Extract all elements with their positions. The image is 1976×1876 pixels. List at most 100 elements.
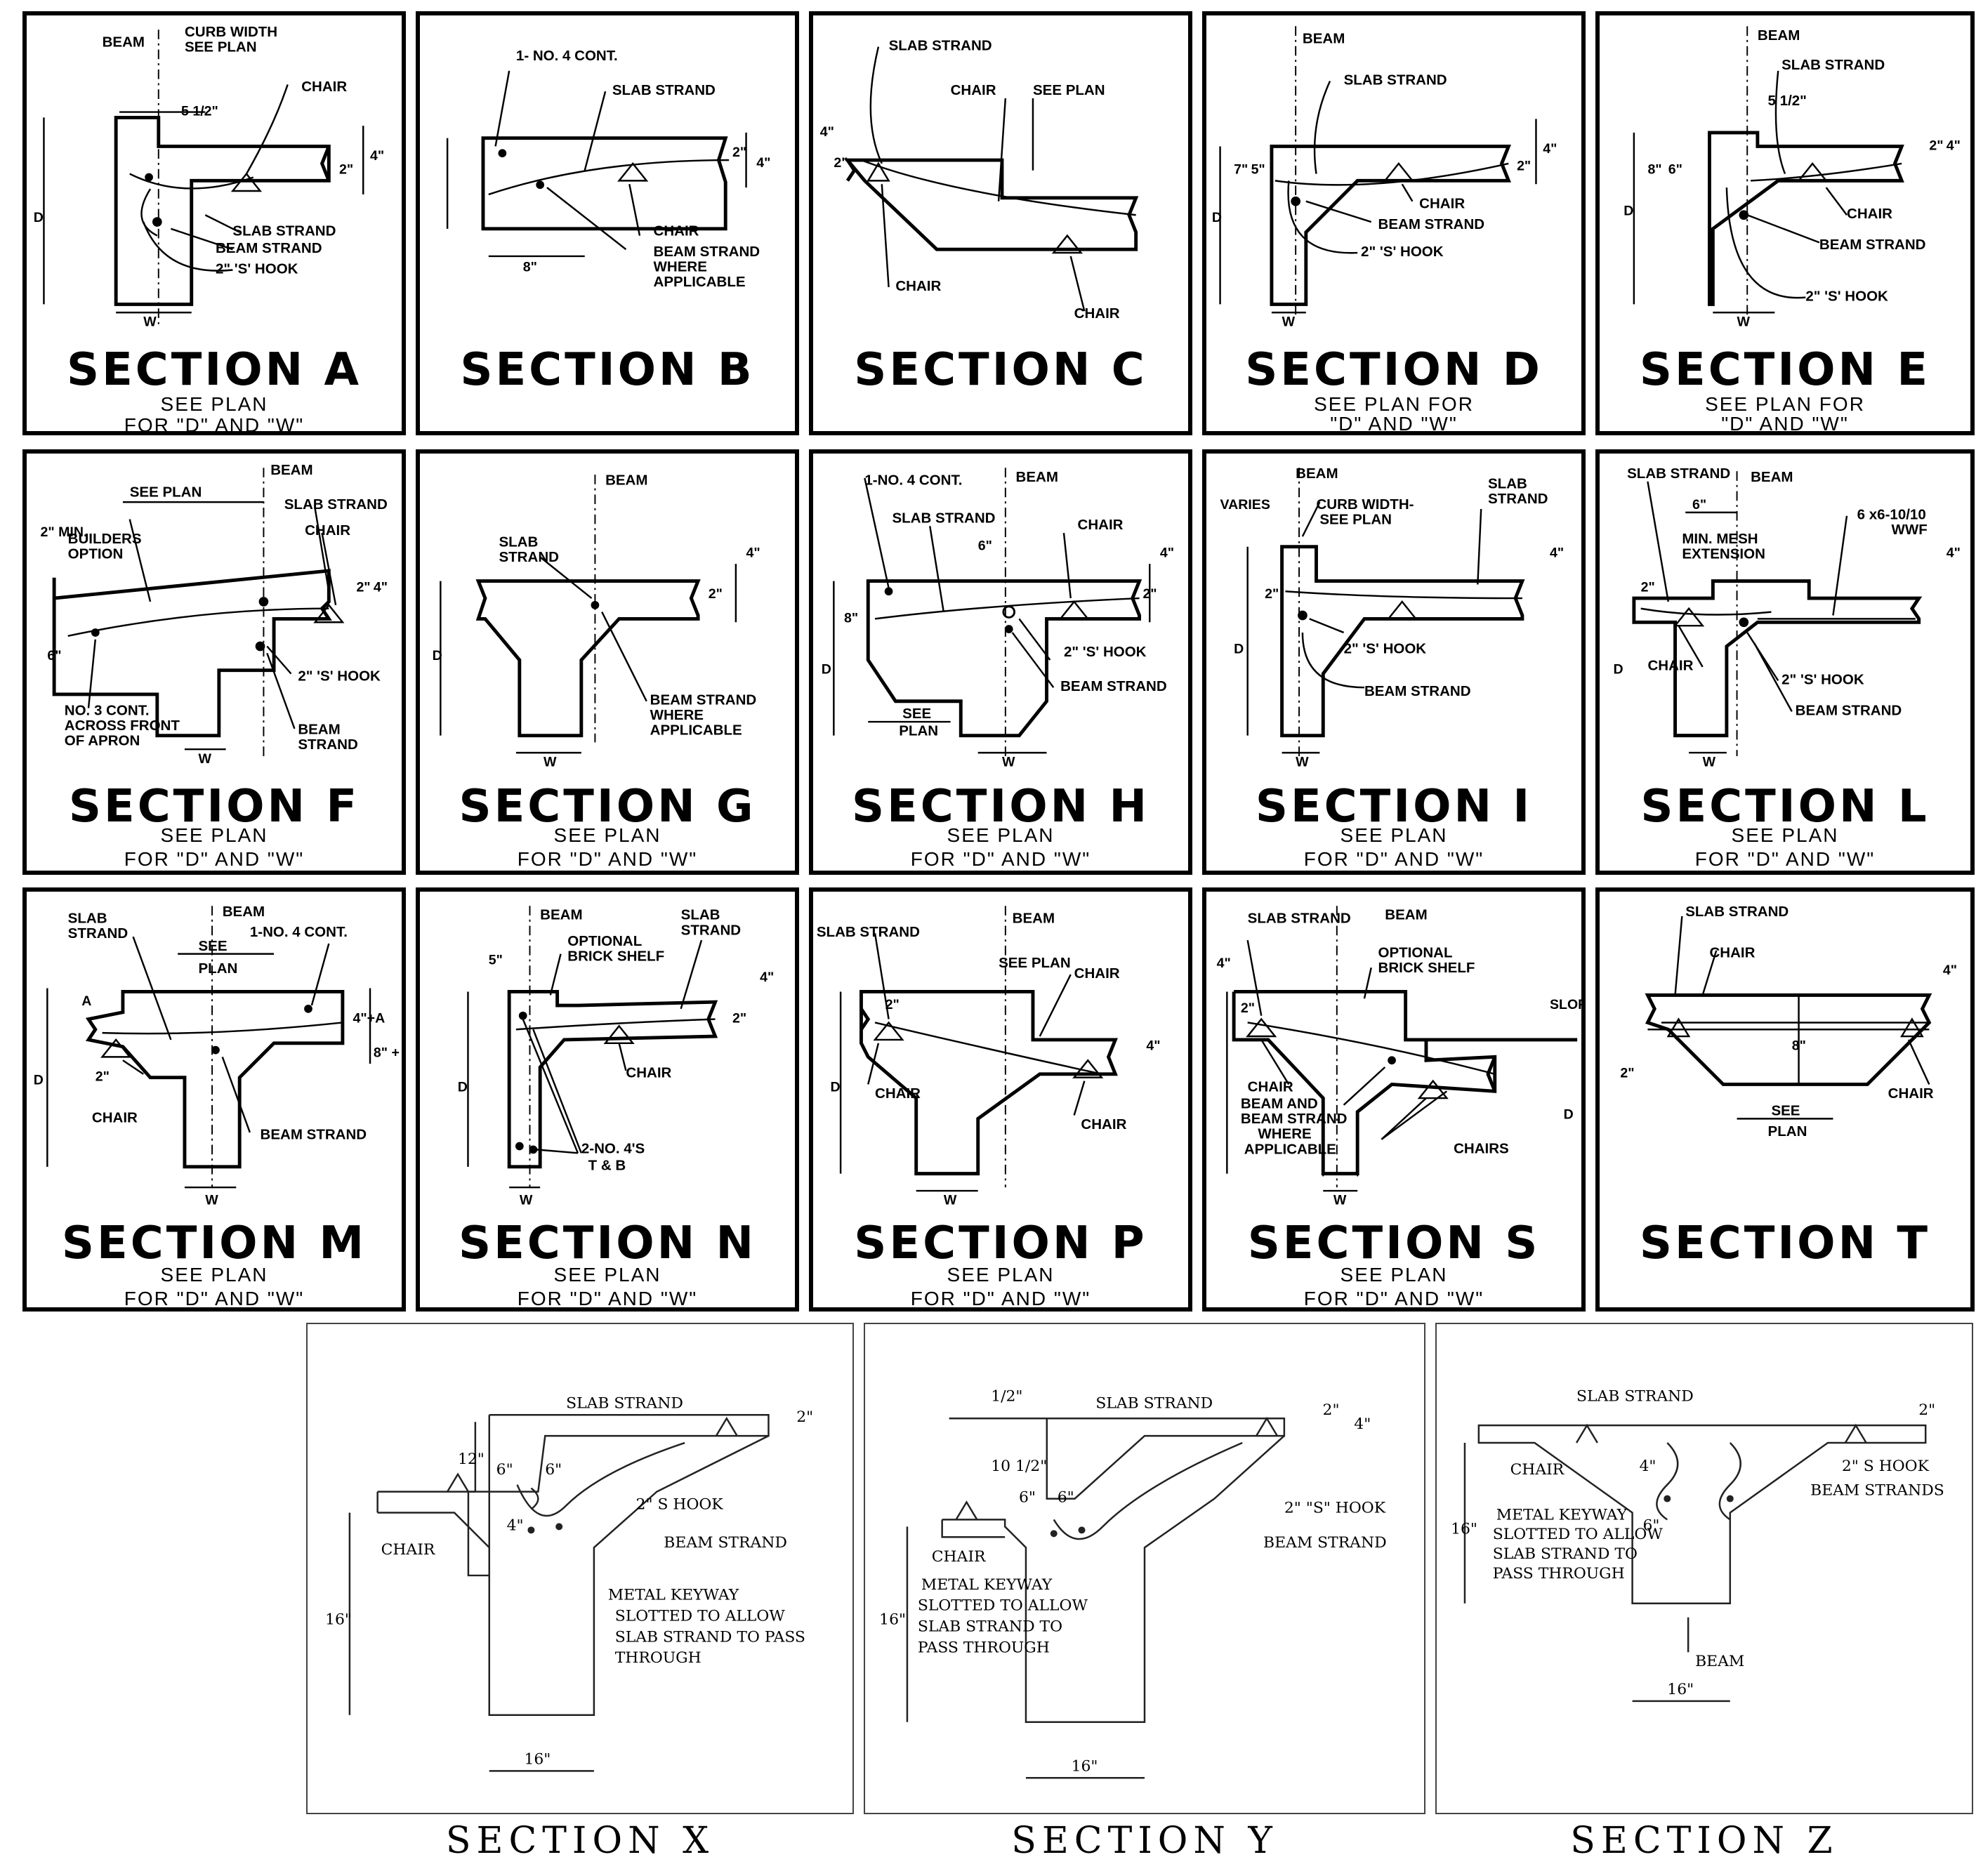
section-b-cont-label: 1- NO. 4 CONT. <box>516 48 618 64</box>
section-n-sub2: FOR "D" AND "W" <box>517 1288 698 1309</box>
section-d-sub1: SEE PLAN FOR <box>1314 393 1474 415</box>
section-y-slab-strand-label: SLAB STRAND <box>1095 1394 1213 1412</box>
section-p-dim-w: W <box>944 1193 957 1208</box>
section-n-title: SECTION N <box>458 1217 757 1269</box>
section-s-applicable-label: APPLICABLE <box>1244 1141 1336 1157</box>
section-x-dim-4: 4" <box>507 1517 524 1534</box>
section-a-sub2: FOR "D" AND "W" <box>124 414 305 436</box>
section-c-title: SECTION C <box>854 344 1147 396</box>
section-f-dim-2: 2" <box>356 579 370 595</box>
section-z-chair-label: CHAIR <box>1510 1461 1565 1479</box>
section-m-beam-label: BEAM <box>223 904 265 920</box>
section-s-sub2: FOR "D" AND "W" <box>1303 1288 1484 1309</box>
section-a-panel: BEAM CURB WIDTH SEE PLAN CHAIR SLAB STRA… <box>22 11 406 436</box>
section-y-dim-6a: 6" <box>1019 1489 1036 1507</box>
section-c-drawing: SLAB STRAND CHAIR SEE PLAN CHAIR CHAIR 4… <box>820 38 1139 322</box>
section-p-see-plan-label: SEE PLAN <box>999 955 1071 971</box>
section-y-title: SECTION Y <box>1011 1820 1278 1862</box>
section-d-sub2: "D" AND "W" <box>1330 413 1458 435</box>
section-d-beam-strand-label: BEAM STRAND <box>1378 216 1485 232</box>
section-x-beam-strand-label: BEAM STRAND <box>664 1534 787 1552</box>
section-n-optional-label: OPTIONAL <box>567 933 642 949</box>
section-f-beam-label-2: BEAM <box>298 722 340 738</box>
section-b-panel: 1- NO. 4 CONT. SLAB STRAND CHAIR BEAM ST… <box>416 11 799 435</box>
section-g-where-label: WHERE <box>650 707 704 723</box>
section-l-dim-w: W <box>1703 755 1716 770</box>
section-y-keyway1-label: METAL KEYWAY <box>921 1576 1053 1594</box>
section-y-keyway4-label: PASS THROUGH <box>918 1639 1050 1656</box>
section-l-wwf-label: 6 x6-10/10 <box>1857 507 1926 523</box>
section-x-dim-12: 12" <box>458 1451 485 1468</box>
section-c-chair-label-3: CHAIR <box>1074 305 1120 322</box>
section-g-dim-4: 4" <box>746 545 760 560</box>
section-g-beam-strand-label: BEAM STRAND <box>650 692 757 708</box>
section-l-beam-label: BEAM <box>1751 469 1793 485</box>
section-p-chair-label-3: CHAIR <box>1081 1116 1126 1132</box>
section-x-dim-6a: 6" <box>496 1461 513 1479</box>
section-m-dim-w: W <box>205 1193 218 1208</box>
section-a-dim-w: W <box>143 315 157 330</box>
section-x-panel: SLAB STRAND CHAIR 2" S HOOK BEAM STRAND … <box>306 1323 854 1814</box>
section-m-title: SECTION M <box>61 1217 367 1269</box>
section-f-sub2: FOR "D" AND "W" <box>124 848 305 870</box>
section-y-keyway3-label: SLAB STRAND TO <box>918 1618 1062 1635</box>
section-c-chair-label-2: CHAIR <box>895 278 941 294</box>
section-p-drawing: SLAB STRAND BEAM SEE PLAN CHAIR CHAIR CH… <box>817 906 1160 1208</box>
section-m-strand-label: STRAND <box>68 925 128 942</box>
section-m-dim-8a: 8" + A <box>374 1045 402 1060</box>
section-n-dim-w: W <box>520 1193 533 1208</box>
section-y-dim-half: 1/2" <box>991 1387 1022 1405</box>
section-e-beam-strand-label: BEAM STRAND <box>1819 237 1926 253</box>
section-d-dim-5: 5" <box>1251 162 1265 178</box>
section-b-applicable-label: APPLICABLE <box>654 274 746 290</box>
section-h-beam-label: BEAM <box>1016 469 1058 485</box>
section-n-strand-label: STRAND <box>681 922 741 938</box>
section-f-dim-min: 2" MIN. <box>41 524 88 540</box>
section-p-title: SECTION P <box>854 1217 1147 1269</box>
section-a-beam-strand-label: BEAM STRAND <box>216 240 322 256</box>
section-y-beam-strand-label: BEAM STRAND <box>1263 1534 1387 1552</box>
section-e-sub1: SEE PLAN FOR <box>1705 393 1865 415</box>
section-e-dim-w: W <box>1737 315 1751 330</box>
section-m-sub2: FOR "D" AND "W" <box>124 1288 305 1309</box>
section-n-brick-label: BRICK SHELF <box>567 948 664 964</box>
section-s-chair-label: CHAIR <box>1248 1078 1293 1095</box>
section-s-beam-label: BEAM <box>1385 907 1427 923</box>
section-s-beam-and-label: BEAM AND <box>1241 1096 1318 1112</box>
section-i-dim-2: 2" <box>1265 586 1279 602</box>
section-y-dim-16-horiz: 16" <box>1072 1757 1098 1775</box>
section-t-panel: SLAB STRAND CHAIR CHAIR SEE PLAN 8" 2" 4… <box>1595 887 1975 1312</box>
section-m-slab-label: SLAB <box>68 911 107 927</box>
section-z-dim-16-vert: 16" <box>1451 1520 1477 1538</box>
section-f-beam-label: BEAM <box>270 462 312 478</box>
section-a-chair-label: CHAIR <box>301 79 347 95</box>
section-f-dim-w: W <box>199 751 212 767</box>
section-d-title: SECTION D <box>1245 344 1543 396</box>
section-e-dim-6: 6" <box>1668 162 1682 178</box>
section-l-wwf2-label: WWF <box>1892 522 1928 538</box>
section-p-beam-label: BEAM <box>1013 911 1055 927</box>
section-p-chair-label-2: CHAIR <box>875 1085 921 1102</box>
section-y-dim-4: 4" <box>1354 1415 1371 1433</box>
section-b-dim-4: 4" <box>756 155 770 171</box>
section-y-panel: SLAB STRAND CHAIR 2" "S" HOOK BEAM STRAN… <box>864 1323 1425 1814</box>
section-l-chair-label: CHAIR <box>1647 658 1693 674</box>
section-i-sub1: SEE PLAN <box>1340 824 1448 846</box>
section-a-curb-label: CURB WIDTH <box>185 24 277 40</box>
section-c-see-plan-label: SEE PLAN <box>1033 82 1105 98</box>
section-l-sub2: FOR "D" AND "W" <box>1694 848 1876 870</box>
section-b-slab-strand-label: SLAB STRAND <box>612 82 716 98</box>
section-h-panel: 1-NO. 4 CONT. BEAM SLAB STRAND CHAIR 2" … <box>809 449 1192 875</box>
section-t-chair-label-2: CHAIR <box>1888 1085 1934 1102</box>
section-t-title: SECTION T <box>1639 1217 1931 1269</box>
section-c-dim-2: 2" <box>834 155 848 171</box>
section-d-slab-strand-label: SLAB STRAND <box>1344 72 1447 88</box>
section-i-hook-label: 2" 'S' HOOK <box>1344 640 1427 656</box>
section-e-hook-label: 2" 'S' HOOK <box>1805 288 1888 304</box>
section-m-plan-label: PLAN <box>199 960 238 977</box>
section-f-apron-label: OF APRON <box>65 732 140 748</box>
section-i-see-plan-label: SEE PLAN <box>1319 511 1392 527</box>
section-s-slope-label: SLOPE <box>1550 997 1581 1012</box>
section-p-slab-strand-label: SLAB STRAND <box>817 924 920 940</box>
section-i-slab-label: SLAB <box>1488 476 1527 492</box>
